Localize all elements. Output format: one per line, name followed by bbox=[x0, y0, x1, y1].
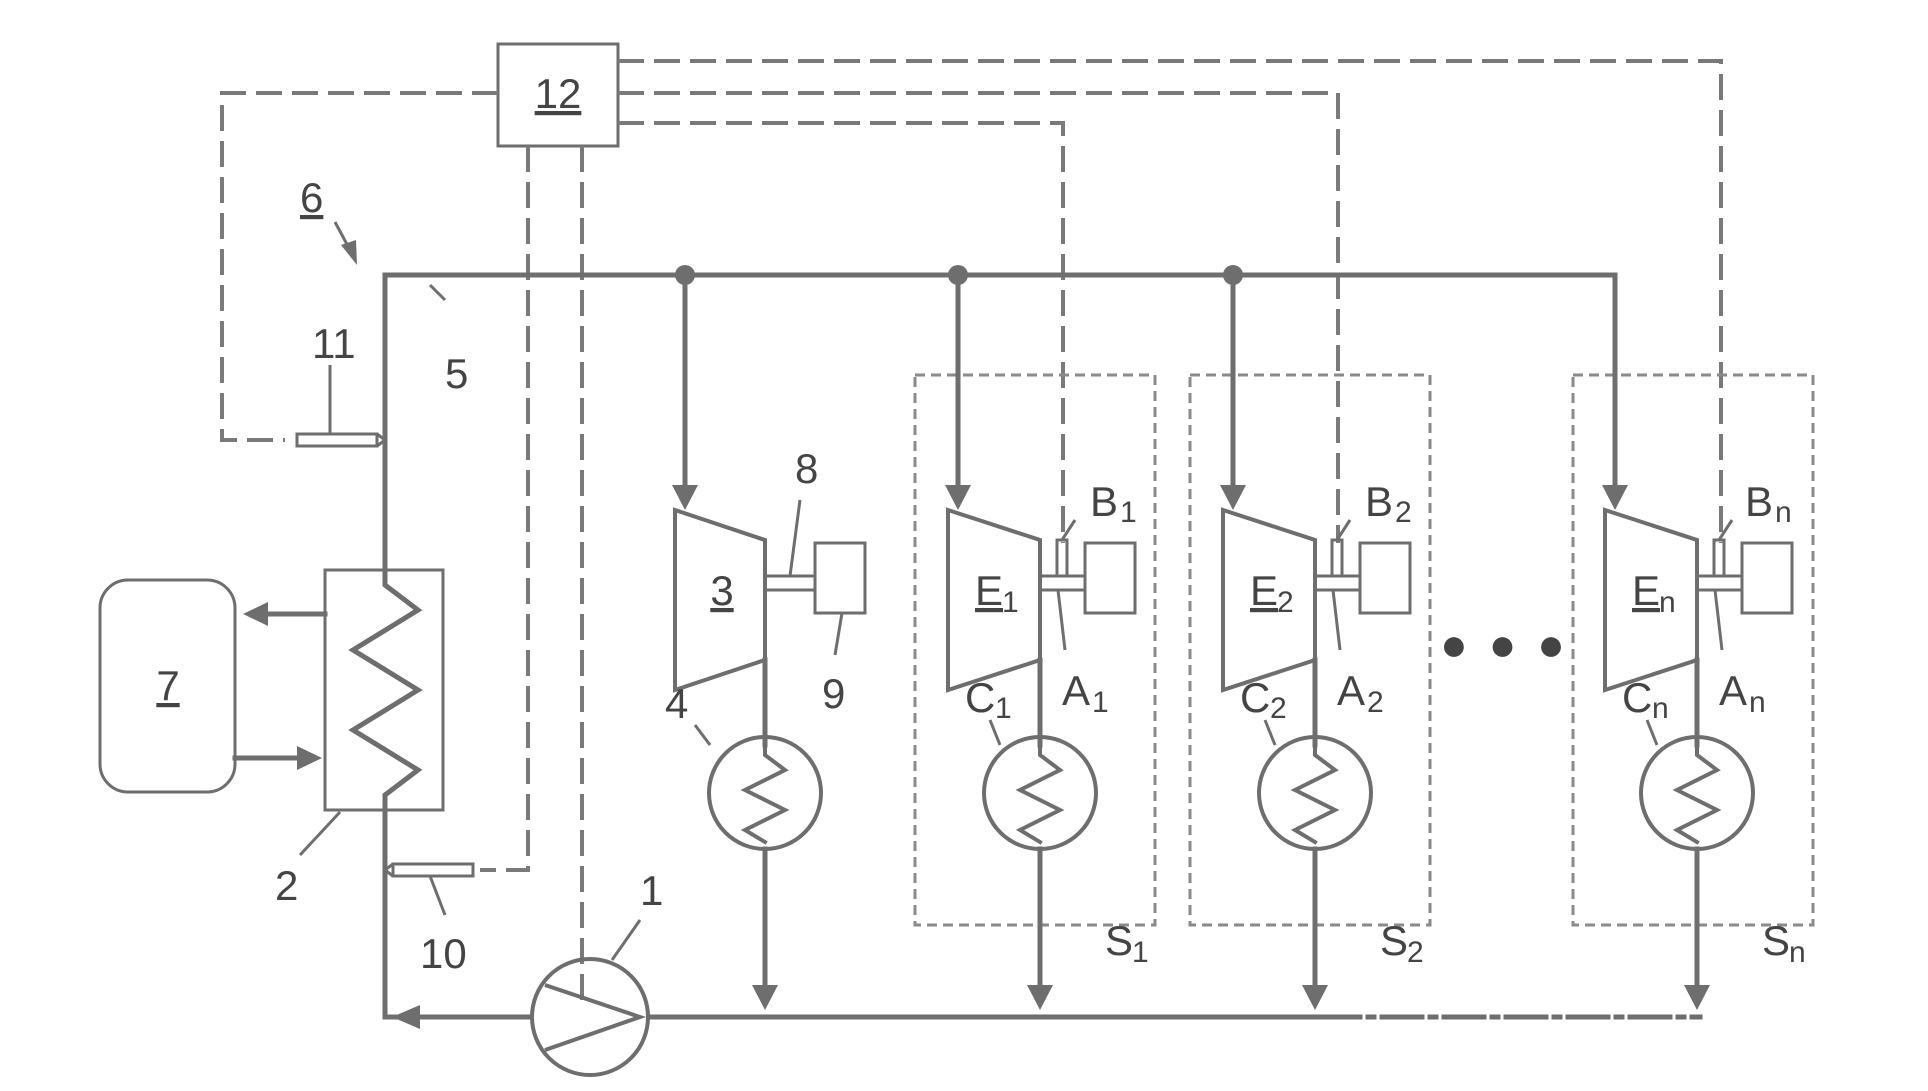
unit-n-c-label: C bbox=[1622, 674, 1652, 721]
label-generator: 9 bbox=[822, 670, 845, 717]
unit-1-expander-label: E bbox=[975, 567, 1003, 614]
unit-2-expander-sub: 2 bbox=[1277, 586, 1294, 619]
label-main-condenser: 4 bbox=[665, 680, 688, 727]
unit-2-expander-label: E bbox=[1250, 567, 1278, 614]
unit-1-a-label: A bbox=[1062, 667, 1090, 714]
unit-2-a-label: A bbox=[1337, 667, 1365, 714]
label-sensor-low: 10 bbox=[420, 930, 467, 977]
unit-1-b-label: B bbox=[1090, 478, 1118, 525]
unit-2-s-label: S bbox=[1380, 917, 1408, 964]
label-sensor-high: 11 bbox=[312, 320, 356, 367]
heat-exchanger: 2 bbox=[275, 570, 443, 909]
label-controller: 12 bbox=[535, 70, 582, 117]
unit-2-s-sub: 2 bbox=[1407, 936, 1424, 969]
unit-1-s-label: S bbox=[1105, 917, 1133, 964]
unit-2-a-sub: 2 bbox=[1367, 686, 1384, 719]
unit-n-a-sub: n bbox=[1749, 686, 1766, 719]
unit-n-s-sub: n bbox=[1789, 936, 1806, 969]
unit-n-c-sub: n bbox=[1652, 692, 1669, 725]
unit-n-expander-label: E bbox=[1632, 567, 1660, 614]
signal-line-unit-n bbox=[618, 61, 1721, 543]
unit-n-b-label: B bbox=[1745, 478, 1773, 525]
sensor-low: 10 bbox=[385, 864, 473, 977]
ellipsis-dots: ● ● ● bbox=[1440, 618, 1569, 670]
label-pump: 1 bbox=[640, 867, 663, 914]
sensor-high: 11 bbox=[297, 320, 385, 446]
unit-n-b-sub: n bbox=[1775, 496, 1792, 529]
label-heat-source: 7 bbox=[156, 662, 179, 709]
unit-2-b-sub: 2 bbox=[1395, 496, 1412, 529]
unit-2: E 2 B 2 A 2 C 2 S 2 bbox=[1190, 275, 1430, 1010]
unit-n-expander-sub: n bbox=[1659, 586, 1676, 619]
main-expander-branch: 3 8 9 4 bbox=[665, 275, 865, 1010]
unit-2-b-label: B bbox=[1365, 478, 1393, 525]
signal-lines bbox=[222, 61, 1721, 1010]
unit-n: E n B n A n C n S n bbox=[1573, 275, 1813, 1010]
pump: 1 bbox=[532, 867, 663, 1075]
signal-line-sensor-low bbox=[480, 146, 528, 870]
label-main-expander: 3 bbox=[710, 567, 733, 614]
label-pipe: 5 bbox=[445, 350, 468, 397]
label-system: 6 bbox=[300, 174, 323, 221]
unit-1-b-sub: 1 bbox=[1120, 496, 1137, 529]
label-heat-exchanger: 2 bbox=[275, 862, 298, 909]
unit-2-c-label: C bbox=[1240, 674, 1270, 721]
unit-1-c-sub: 1 bbox=[995, 692, 1012, 725]
label-shaft: 8 bbox=[795, 445, 818, 492]
unit-n-s-label: S bbox=[1762, 917, 1790, 964]
unit-1-s-sub: 1 bbox=[1132, 936, 1149, 969]
heat-source: 7 bbox=[100, 580, 325, 792]
unit-2-c-sub: 2 bbox=[1270, 692, 1287, 725]
unit-1-c-label: C bbox=[965, 674, 995, 721]
unit-1: E 1 B 1 A 1 C 1 S 1 bbox=[915, 275, 1155, 1010]
unit-1-a-sub: 1 bbox=[1092, 686, 1109, 719]
unit-n-a-label: A bbox=[1719, 667, 1747, 714]
unit-1-expander-sub: 1 bbox=[1002, 586, 1019, 619]
signal-line-unit-2 bbox=[618, 93, 1338, 543]
controller-box: 12 bbox=[498, 44, 618, 146]
